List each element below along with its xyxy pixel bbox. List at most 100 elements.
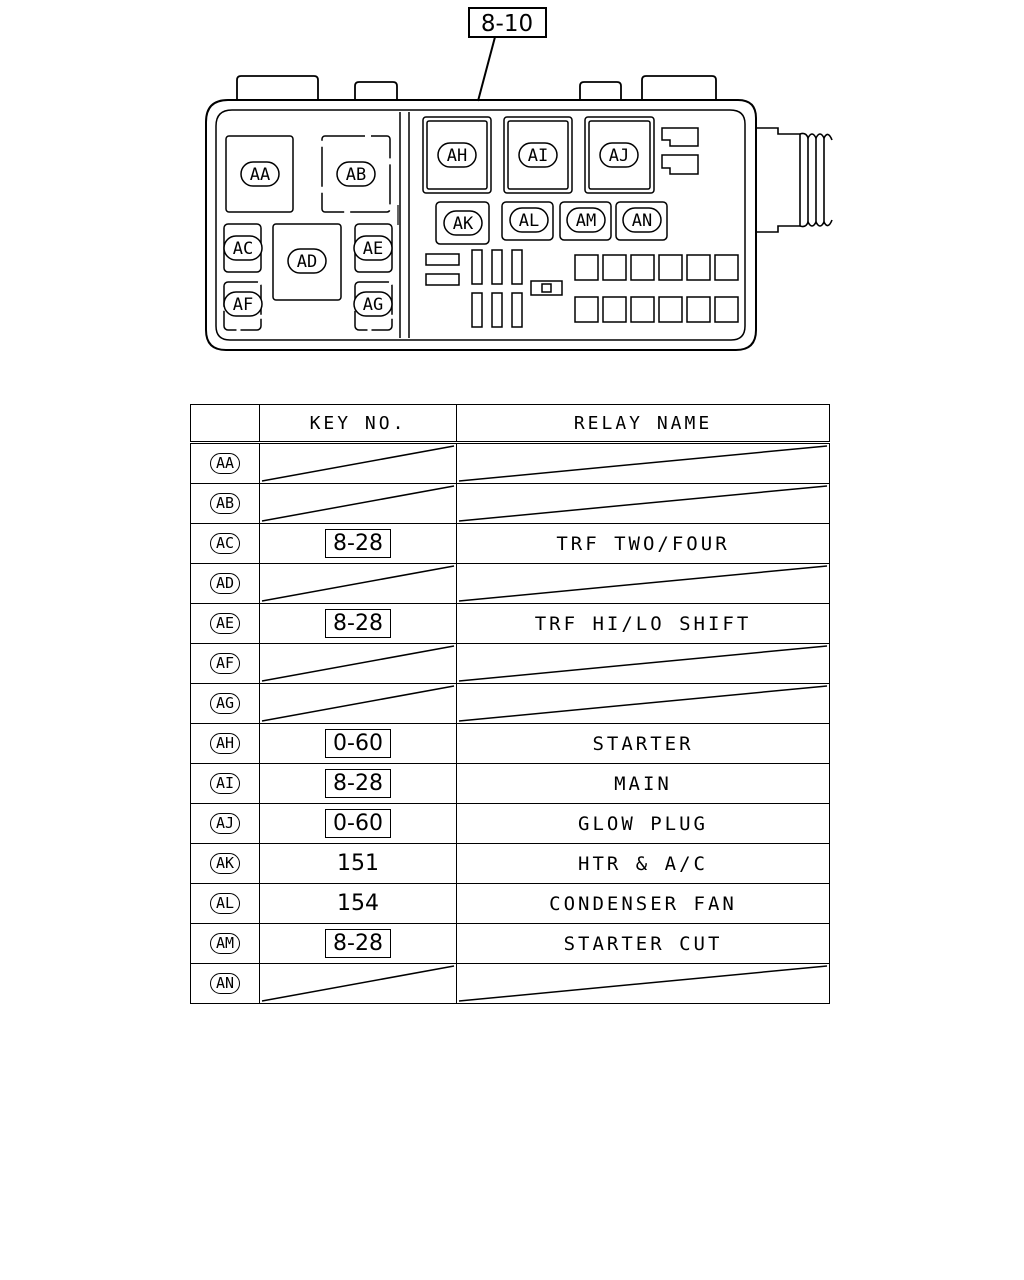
key-no-cell: 8-28 <box>259 923 457 964</box>
key-no-cell: 151 <box>259 843 457 884</box>
empty-slash <box>458 965 828 1002</box>
svg-text:AA: AA <box>250 165 270 185</box>
empty-slash <box>458 565 828 602</box>
fuse-slot <box>630 254 655 281</box>
fuse-slot <box>714 254 739 281</box>
fuse-slot <box>574 296 599 323</box>
row-id-cell: AB <box>190 483 260 524</box>
relay-id-label: AA <box>209 453 241 474</box>
table-row: AG <box>190 683 830 724</box>
row-id-cell: AH <box>190 723 260 764</box>
table-header-row: KEY NO. RELAY NAME <box>190 404 830 443</box>
svg-text:AL: AL <box>519 211 539 231</box>
key-number: 8-28 <box>325 929 391 958</box>
diagram-label-ak: AK <box>443 210 483 236</box>
svg-text:AN: AN <box>632 211 652 231</box>
relay-name-cell: HTR & A/C <box>456 843 830 884</box>
diagram-label-ad: AD <box>287 248 327 274</box>
row-id-cell: AK <box>190 843 260 884</box>
row-id-cell: AM <box>190 923 260 964</box>
relay-id-label: AE <box>209 613 241 634</box>
empty-slash <box>261 685 455 722</box>
housing-tabs <box>236 75 717 100</box>
fuse-slot <box>574 254 599 281</box>
row-id-cell: AC <box>190 523 260 564</box>
relay-name-cell: CONDENSER FAN <box>456 883 830 924</box>
fuse-slot <box>630 296 655 323</box>
empty-slash <box>458 645 828 682</box>
relay-id-label: AF <box>209 653 241 674</box>
relay-id-label: AH <box>209 733 241 754</box>
fuse-slot <box>602 296 627 323</box>
relay-id-label: AL <box>209 893 241 914</box>
fuse-slot <box>658 254 683 281</box>
housing-outline <box>205 99 757 351</box>
fuse-slot <box>686 296 711 323</box>
header-key-no: KEY NO. <box>259 404 457 443</box>
reference-callout: 8-10 <box>468 7 547 102</box>
row-id-cell: AF <box>190 643 260 684</box>
svg-text:AH: AH <box>447 146 467 166</box>
relay-name-cell <box>456 643 830 684</box>
diagram-label-ah: AH <box>437 142 477 168</box>
diagram-label-ae: AE <box>353 235 393 261</box>
diagram-label-ai: AI <box>518 142 558 168</box>
diagram-label-al: AL <box>509 207 549 233</box>
row-id-cell: AG <box>190 683 260 724</box>
relay-name-cell: MAIN <box>456 763 830 804</box>
relay-id-label: AK <box>209 853 241 874</box>
key-number: 0-60 <box>325 809 391 838</box>
row-id-cell: AJ <box>190 803 260 844</box>
row-id-cell: AE <box>190 603 260 644</box>
relay-name: HTR & A/C <box>578 852 708 875</box>
diagram-label-an: AN <box>622 207 662 233</box>
table-row: AM 8-28 STARTER CUT <box>190 923 830 964</box>
table-row: AN <box>190 963 830 1004</box>
key-no-cell: 0-60 <box>259 803 457 844</box>
relay-name-cell: STARTER CUT <box>456 923 830 964</box>
row-id-cell: AA <box>190 441 260 484</box>
empty-slash <box>261 445 455 482</box>
relay-name-cell <box>456 563 830 604</box>
relay-name: GLOW PLUG <box>578 812 708 835</box>
empty-slash <box>458 485 828 522</box>
empty-slash <box>261 965 455 1002</box>
relay-name-cell: STARTER <box>456 723 830 764</box>
relay-id-label: AJ <box>209 813 241 834</box>
relay-name-cell: TRF TWO/FOUR <box>456 523 830 564</box>
table-row: AA <box>190 441 830 484</box>
key-number: 8-28 <box>325 529 391 558</box>
table-row: AD <box>190 563 830 604</box>
empty-slash <box>261 645 455 682</box>
relay-id-label: AM <box>209 933 241 954</box>
table-row: AF <box>190 643 830 684</box>
relay-name-cell: TRF HI/LO SHIFT <box>456 603 830 644</box>
key-no-cell <box>259 441 457 484</box>
row-id-cell: AL <box>190 883 260 924</box>
table-row: AL 154 CONDENSER FAN <box>190 883 830 924</box>
key-number: 151 <box>337 851 379 876</box>
empty-slash <box>261 565 455 602</box>
svg-text:AE: AE <box>363 239 383 259</box>
relay-name: TRF HI/LO SHIFT <box>534 612 752 635</box>
diagram-label-ag: AG <box>353 291 393 317</box>
svg-text:AJ: AJ <box>609 146 629 166</box>
fuse-grid <box>574 254 739 323</box>
key-no-cell: 154 <box>259 883 457 924</box>
relay-name-cell <box>456 683 830 724</box>
key-number: 154 <box>337 891 379 916</box>
diagram-label-am: AM <box>566 207 606 233</box>
svg-text:AK: AK <box>453 214 474 234</box>
empty-slash <box>458 445 828 482</box>
fuse-slot <box>602 254 627 281</box>
fuse-slot <box>686 254 711 281</box>
header-blank <box>190 404 260 443</box>
relay-id-label: AI <box>209 773 241 794</box>
relay-name: MAIN <box>614 772 672 795</box>
empty-slash <box>261 485 455 522</box>
relay-name: TRF TWO/FOUR <box>556 532 730 555</box>
